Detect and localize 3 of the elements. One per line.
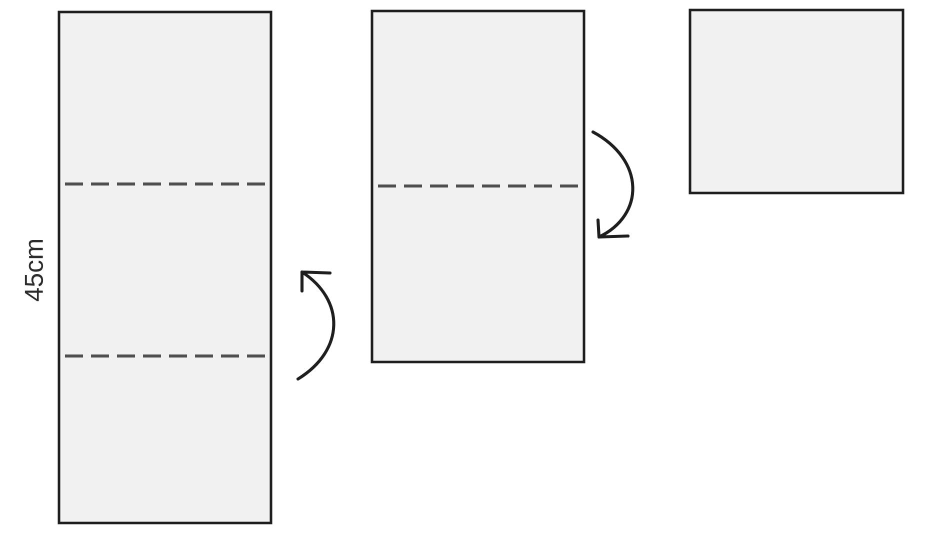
paper-sheet [58, 10, 272, 524]
paper-sheet [370, 10, 586, 364]
paper-sheet [688, 8, 904, 194]
